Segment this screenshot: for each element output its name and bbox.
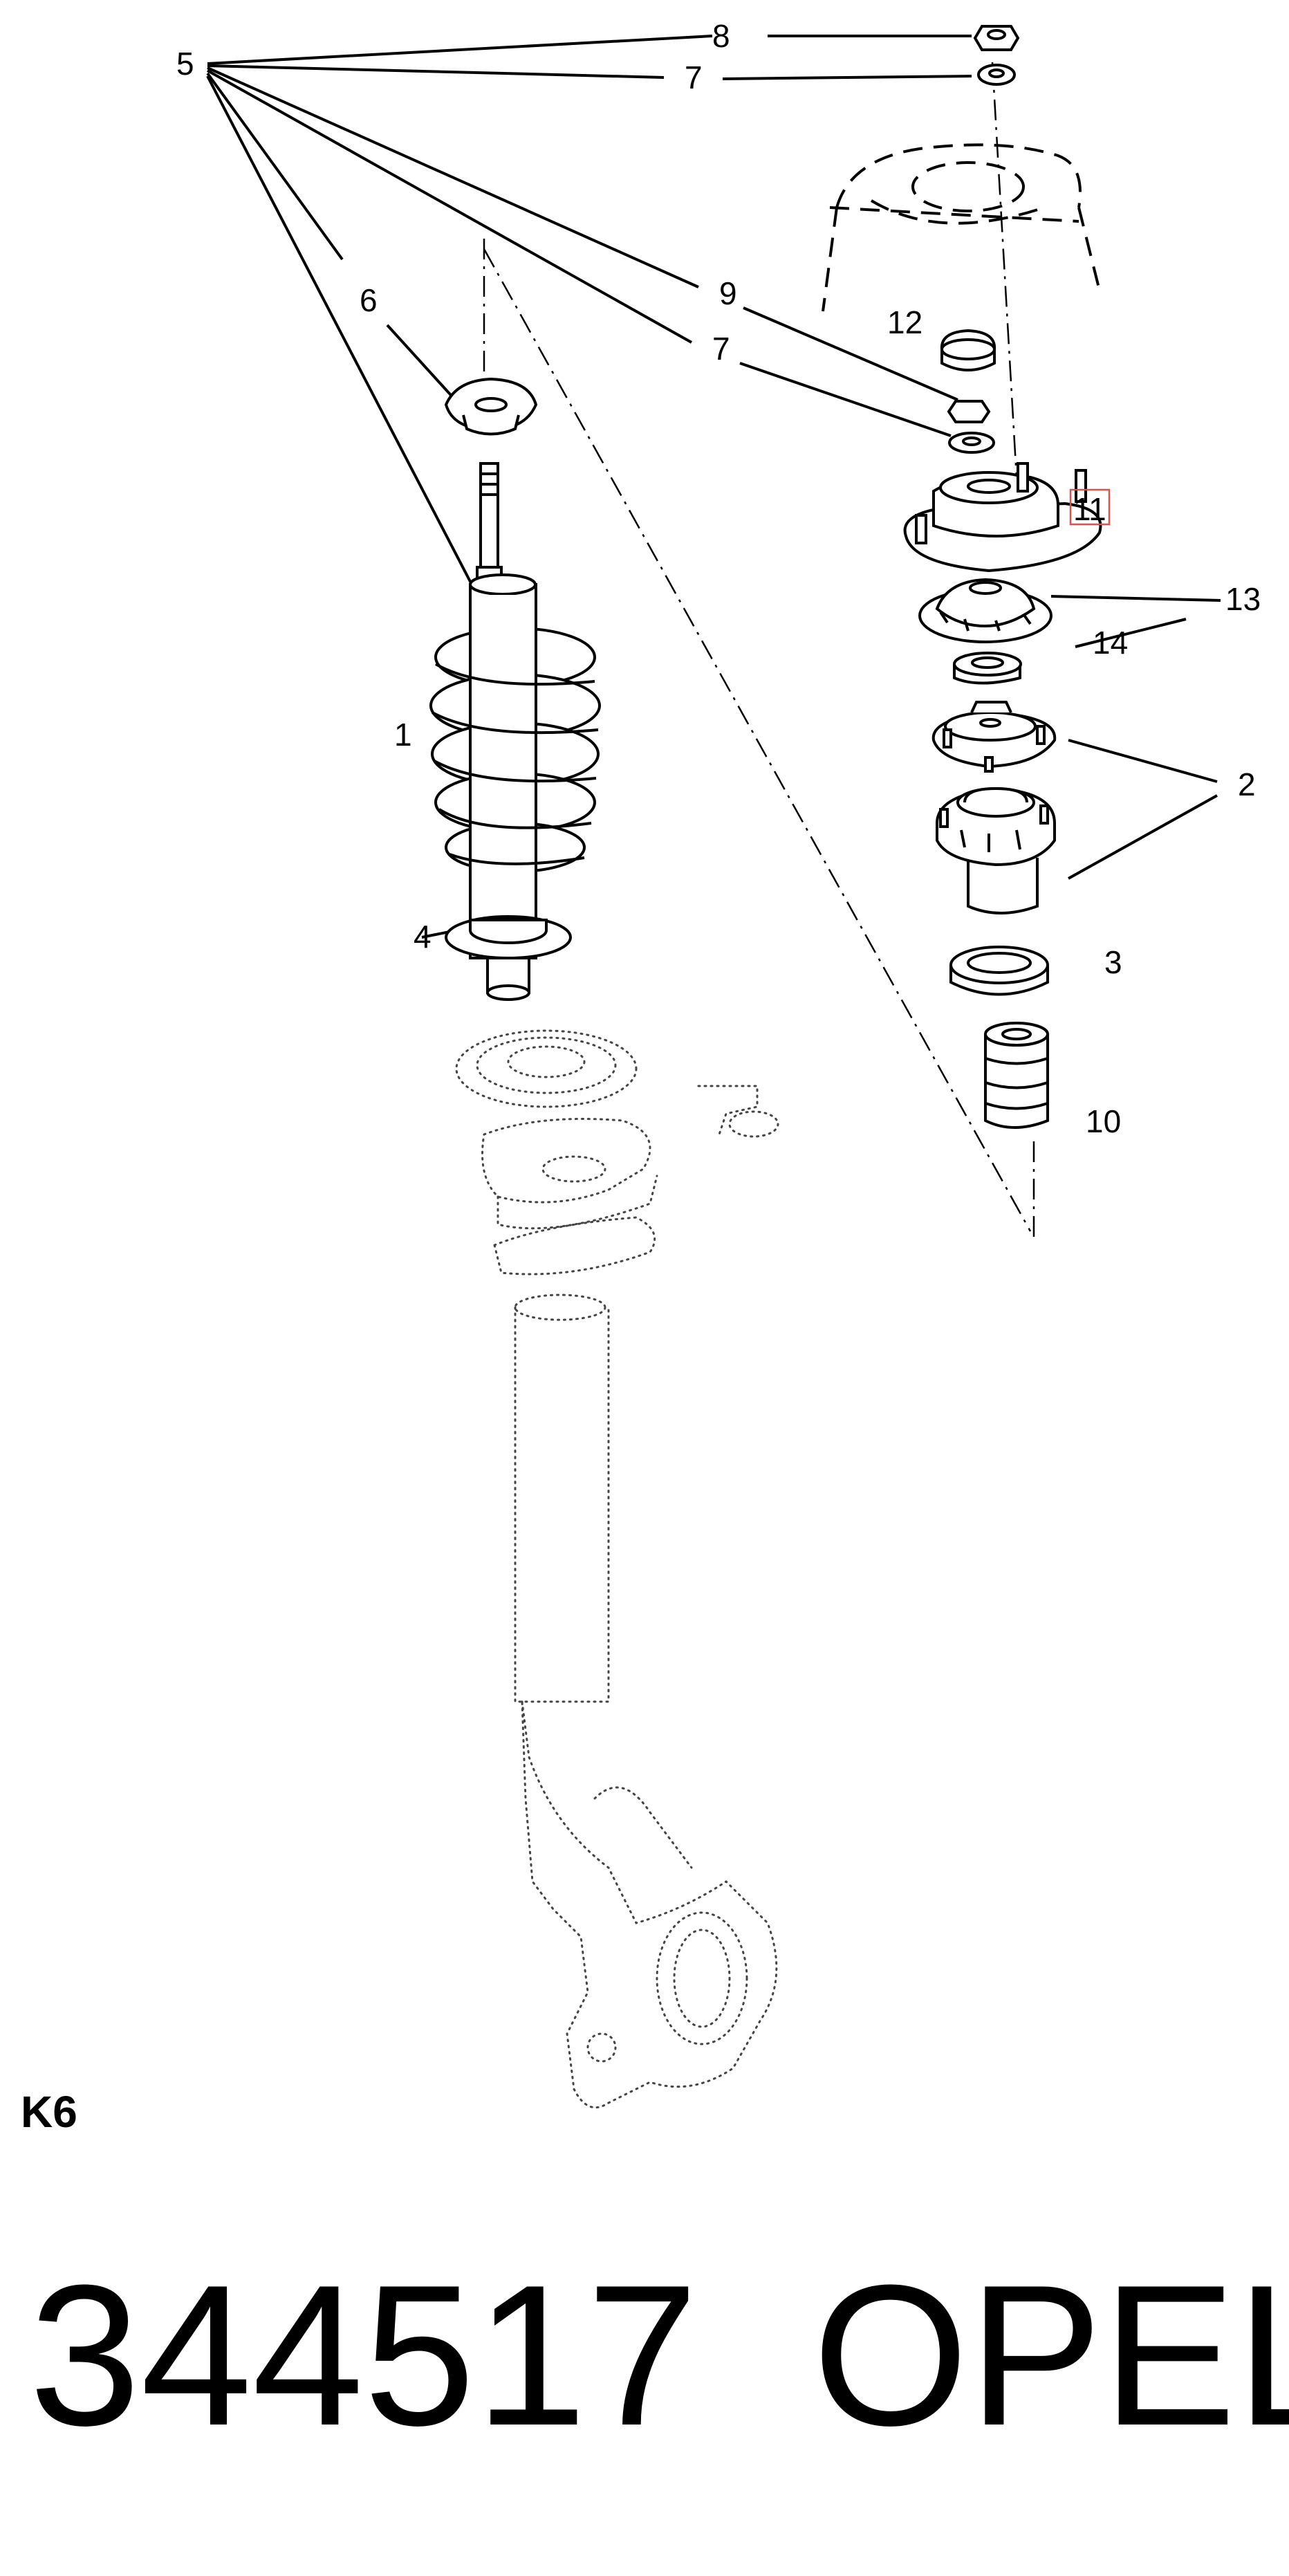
callout-9: 9 bbox=[719, 275, 737, 311]
callout-13: 13 bbox=[1225, 581, 1261, 617]
callout-12: 12 bbox=[887, 304, 922, 340]
spring-seat-lower-part bbox=[445, 915, 572, 959]
leader-lines bbox=[206, 35, 1221, 939]
strut-tower-phantom bbox=[822, 143, 1101, 312]
callout-2: 2 bbox=[1238, 766, 1256, 802]
highlight-box-11 bbox=[1069, 488, 1111, 526]
upper-mount-part bbox=[903, 462, 1102, 573]
top-nut-part bbox=[973, 25, 1020, 51]
bump-stop-part bbox=[984, 1022, 1049, 1129]
callout-1: 1 bbox=[394, 717, 412, 753]
strut-nut-part bbox=[947, 400, 991, 423]
callout-11: 11 bbox=[1073, 491, 1106, 527]
callout-8: 8 bbox=[712, 18, 730, 54]
bump-stop-flange-part bbox=[936, 786, 1056, 914]
coil-spring-part bbox=[429, 595, 601, 878]
part-number: 344517 bbox=[29, 2243, 698, 2467]
section-code: K6 bbox=[21, 2087, 77, 2137]
callout-14: 14 bbox=[1093, 625, 1128, 661]
callout-7-mid: 7 bbox=[712, 331, 730, 367]
callout-3: 3 bbox=[1104, 944, 1122, 980]
ring-part-3 bbox=[949, 946, 1049, 996]
callout-7-top: 7 bbox=[685, 59, 703, 95]
strut-washer-part bbox=[948, 432, 995, 454]
top-washer-part bbox=[977, 64, 1016, 86]
callout-4: 4 bbox=[414, 919, 432, 955]
callout-labels: 5 8 7 6 9 7 12 11 13 14 1 2 4 3 10 bbox=[176, 18, 1261, 1139]
callout-6: 6 bbox=[360, 282, 378, 318]
callout-5: 5 bbox=[176, 46, 194, 82]
dust-cap-part bbox=[940, 329, 996, 371]
bearing-ring-part bbox=[953, 652, 1022, 685]
spring-seat-upper-part bbox=[918, 578, 1052, 643]
top-plate-part bbox=[444, 377, 538, 436]
strut-bearing-part bbox=[931, 701, 1057, 773]
brand-name: OPEL bbox=[813, 2243, 1289, 2467]
callout-10: 10 bbox=[1086, 1103, 1121, 1139]
steering-knuckle-phantom bbox=[455, 1029, 779, 2109]
